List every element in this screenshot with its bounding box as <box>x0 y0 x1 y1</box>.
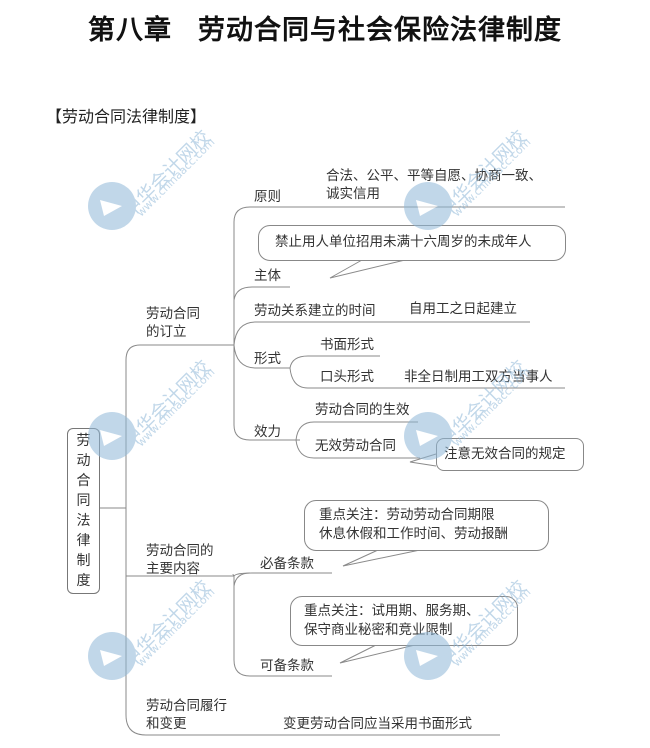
section-label: 【劳动合同法律制度】 <box>46 107 207 126</box>
node-form-oral-detail: 非全日制用工双方当事人 <box>404 369 553 385</box>
label-line: 主要内容 <box>146 561 200 577</box>
callout-required: 重点关注：劳动劳动合同期限 休息休假和工作时间、劳动报酬 <box>304 500 549 551</box>
node-principle: 原则 <box>254 189 281 205</box>
root-char: 同 <box>76 493 91 509</box>
page-title: 第八章劳动合同与社会保险法律制度 <box>0 8 650 47</box>
node-relation-time-detail: 自用工之日起建立 <box>409 301 517 317</box>
root-char: 合 <box>76 473 91 489</box>
callout-line: 重点关注：试用期、服务期、 <box>304 603 480 619</box>
label-line: 劳动合同的 <box>146 543 214 559</box>
root-node: 劳 动 合 同 法 律 制 度 <box>67 428 100 594</box>
node-form-written: 书面形式 <box>320 337 374 353</box>
label-line: 的订立 <box>146 324 187 340</box>
root-char: 动 <box>76 453 91 469</box>
node-relation-time: 劳动关系建立的时间 <box>254 303 376 319</box>
root-char: 制 <box>76 553 91 569</box>
node-principle-detail: 合法、公平、平等自愿、协商一致、 诚实信用 <box>326 167 542 203</box>
node-subject: 主体 <box>254 268 281 284</box>
branch-signing-label: 劳动合同 的订立 <box>146 305 200 341</box>
node-form-oral: 口头形式 <box>320 369 374 385</box>
node-effect-effective: 劳动合同的生效 <box>315 402 410 418</box>
label-line: 和变更 <box>146 716 187 732</box>
node-effect: 效力 <box>254 424 281 440</box>
root-char: 律 <box>76 533 91 549</box>
node-required: 必备条款 <box>260 556 314 572</box>
callout-line: 休息休假和工作时间、劳动报酬 <box>319 526 508 542</box>
node-optional: 可备条款 <box>260 658 314 674</box>
callout-line: 重点关注：劳动劳动合同期限 <box>319 507 495 523</box>
callout-subject: 禁止用人单位招用未满十六周岁的未成年人 <box>258 225 566 261</box>
root-char: 度 <box>76 573 91 589</box>
branch-content-label: 劳动合同的 主要内容 <box>146 542 214 578</box>
chapter-number: 第八章 <box>88 15 172 46</box>
chapter-title: 劳动合同与社会保险法律制度 <box>198 15 562 46</box>
root-char: 劳 <box>76 433 91 449</box>
branch-performance-label: 劳动合同履行 和变更 <box>146 697 227 733</box>
detail-line: 诚实信用 <box>326 186 380 202</box>
root-char: 法 <box>76 513 91 529</box>
callout-optional: 重点关注：试用期、服务期、 保守商业秘密和竞业限制 <box>290 596 518 646</box>
detail-line: 合法、公平、平等自愿、协商一致、 <box>326 168 542 184</box>
callout-invalid: 注意无效合同的规定 <box>436 438 584 471</box>
label-line: 劳动合同 <box>146 306 200 322</box>
callout-line: 保守商业秘密和竞业限制 <box>304 622 453 638</box>
node-form: 形式 <box>254 351 281 367</box>
node-effect-invalid: 无效劳动合同 <box>315 438 396 454</box>
node-performance-detail: 变更劳动合同应当采用书面形式 <box>283 716 472 732</box>
label-line: 劳动合同履行 <box>146 698 227 714</box>
